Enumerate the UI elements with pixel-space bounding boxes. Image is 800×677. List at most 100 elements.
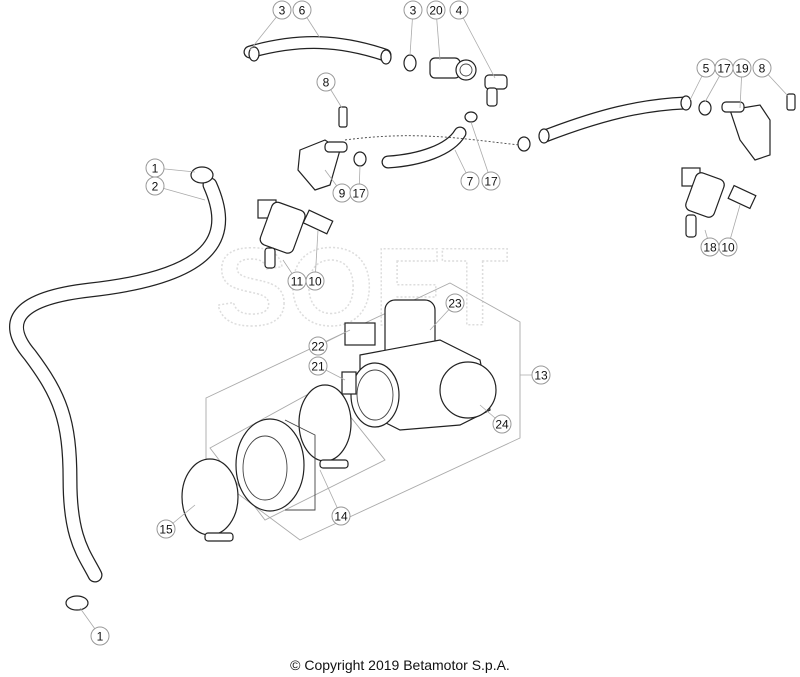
callout-circle — [718, 237, 738, 257]
callout-number: 14 — [334, 510, 348, 524]
callout-number: 23 — [448, 297, 462, 311]
callout-17[interactable]: 17 — [470, 121, 501, 191]
callout-22[interactable]: 22 — [308, 329, 351, 356]
callout-7[interactable]: 7 — [454, 149, 480, 191]
callout-circle — [732, 58, 752, 78]
callout-15[interactable]: 15 — [156, 504, 196, 539]
callout-number: 19 — [735, 62, 749, 76]
connector-10-left — [302, 209, 334, 235]
callout-circle — [90, 626, 110, 646]
callout-circle — [752, 58, 772, 78]
callout-3[interactable]: 3 — [403, 0, 423, 56]
callout-14[interactable]: 14 — [319, 469, 351, 526]
clamp-ring-right — [298, 384, 352, 469]
fuel-connector-19 — [721, 101, 771, 161]
callout-circle — [272, 0, 292, 20]
clamp-3-left — [403, 54, 417, 72]
copyright-text: © Copyright 2019 Betamotor S.p.A. — [290, 657, 510, 673]
clamp-17-a — [464, 111, 478, 123]
callout-21[interactable]: 21 — [308, 356, 346, 381]
callout-number: 2 — [152, 180, 159, 194]
callout-11[interactable]: 11 — [282, 259, 307, 291]
callout-18[interactable]: 18 — [700, 229, 720, 257]
callout-number: 1 — [152, 162, 159, 176]
callout-10[interactable]: 10 — [718, 204, 741, 257]
elbow-4 — [484, 74, 508, 107]
callout-circle — [531, 365, 551, 385]
callout-number: 8 — [323, 76, 330, 90]
callout-3[interactable]: 3 — [249, 0, 292, 51]
callout-6[interactable]: 6 — [292, 0, 321, 39]
callout-number: 9 — [339, 187, 346, 201]
callout-number: 3 — [279, 4, 286, 18]
callout-17[interactable]: 17 — [704, 58, 734, 103]
callout-circle — [481, 171, 501, 191]
callout-23[interactable]: 23 — [429, 293, 465, 331]
callout-number: 11 — [291, 275, 304, 289]
clamp-17-c — [353, 151, 367, 167]
callout-10[interactable]: 10 — [305, 229, 325, 291]
callout-number: 10 — [721, 241, 735, 255]
callout-number: 3 — [410, 4, 417, 18]
callout-circle — [492, 414, 512, 434]
clamp-1-top — [190, 166, 214, 184]
clamp-1-bottom — [65, 595, 89, 611]
leader-line — [458, 9, 496, 79]
callout-13[interactable]: 13 — [520, 365, 551, 385]
callout-circle — [445, 293, 465, 313]
callout-circle — [449, 0, 469, 20]
fuel-connector-9 — [297, 139, 348, 191]
callout-20[interactable]: 20 — [426, 0, 446, 61]
callout-number: 5 — [703, 62, 710, 76]
hose-6 — [243, 36, 392, 65]
clamp-ring-15 — [181, 458, 239, 542]
callout-19[interactable]: 19 — [732, 58, 752, 109]
leader-line — [470, 121, 492, 182]
clamp-17-b — [517, 136, 531, 152]
callout-5[interactable]: 5 — [689, 58, 716, 101]
callout-number: 8 — [759, 62, 766, 76]
callout-circle — [292, 0, 312, 20]
callout-number: 20 — [429, 4, 443, 18]
hose-5 — [538, 95, 692, 144]
hose-long — [9, 177, 227, 583]
clamp-17-right — [698, 100, 712, 116]
callout-number: 4 — [456, 4, 463, 18]
callout-number: 6 — [299, 4, 306, 18]
callout-number: 15 — [159, 523, 173, 537]
callout-17[interactable]: 17 — [349, 165, 369, 203]
callout-24[interactable]: 24 — [479, 404, 512, 434]
callout-9[interactable]: 9 — [324, 169, 352, 203]
callout-number: 13 — [534, 369, 548, 383]
injector-11 — [257, 199, 306, 269]
callout-number: 21 — [311, 360, 325, 374]
callout-2[interactable]: 2 — [145, 176, 206, 201]
callout-circle — [331, 506, 351, 526]
connector-10-right — [727, 184, 757, 210]
callout-1[interactable]: 1 — [79, 607, 110, 646]
callout-number: 24 — [495, 418, 509, 432]
callout-8[interactable]: 8 — [316, 72, 343, 109]
injector-18 — [681, 167, 725, 238]
screw-8-left — [338, 106, 348, 128]
callout-number: 17 — [717, 62, 731, 76]
connector-20 — [429, 57, 477, 81]
callout-circle — [403, 0, 423, 20]
throttle-body — [341, 299, 497, 431]
callout-number: 10 — [308, 275, 322, 289]
callout-number: 7 — [467, 175, 474, 189]
callout-1[interactable]: 1 — [145, 158, 196, 178]
callout-circle — [460, 171, 480, 191]
callout-number: 17 — [352, 187, 366, 201]
callout-number: 1 — [97, 630, 104, 644]
callout-8[interactable]: 8 — [752, 58, 789, 97]
callout-circle — [145, 176, 165, 196]
callout-number: 17 — [484, 175, 498, 189]
callout-4[interactable]: 4 — [449, 0, 496, 79]
callout-circle — [426, 0, 446, 20]
callout-circle — [305, 271, 325, 291]
callout-circle — [349, 183, 369, 203]
screw-8-right — [786, 93, 796, 111]
